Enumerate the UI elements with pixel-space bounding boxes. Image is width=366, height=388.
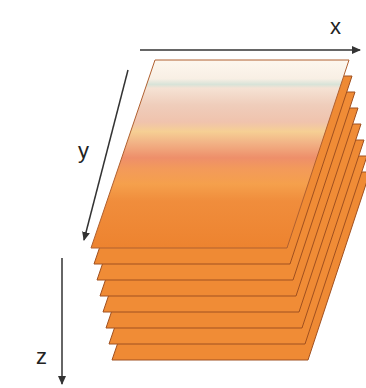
axis-label: z bbox=[36, 346, 47, 368]
axis-label: y bbox=[78, 140, 89, 162]
x-axis-arrow bbox=[140, 49, 360, 51]
axis-label: x bbox=[330, 16, 341, 38]
y-axis-arrow bbox=[84, 70, 128, 240]
top-slice bbox=[91, 60, 349, 248]
z-axis-arrow bbox=[61, 258, 63, 384]
